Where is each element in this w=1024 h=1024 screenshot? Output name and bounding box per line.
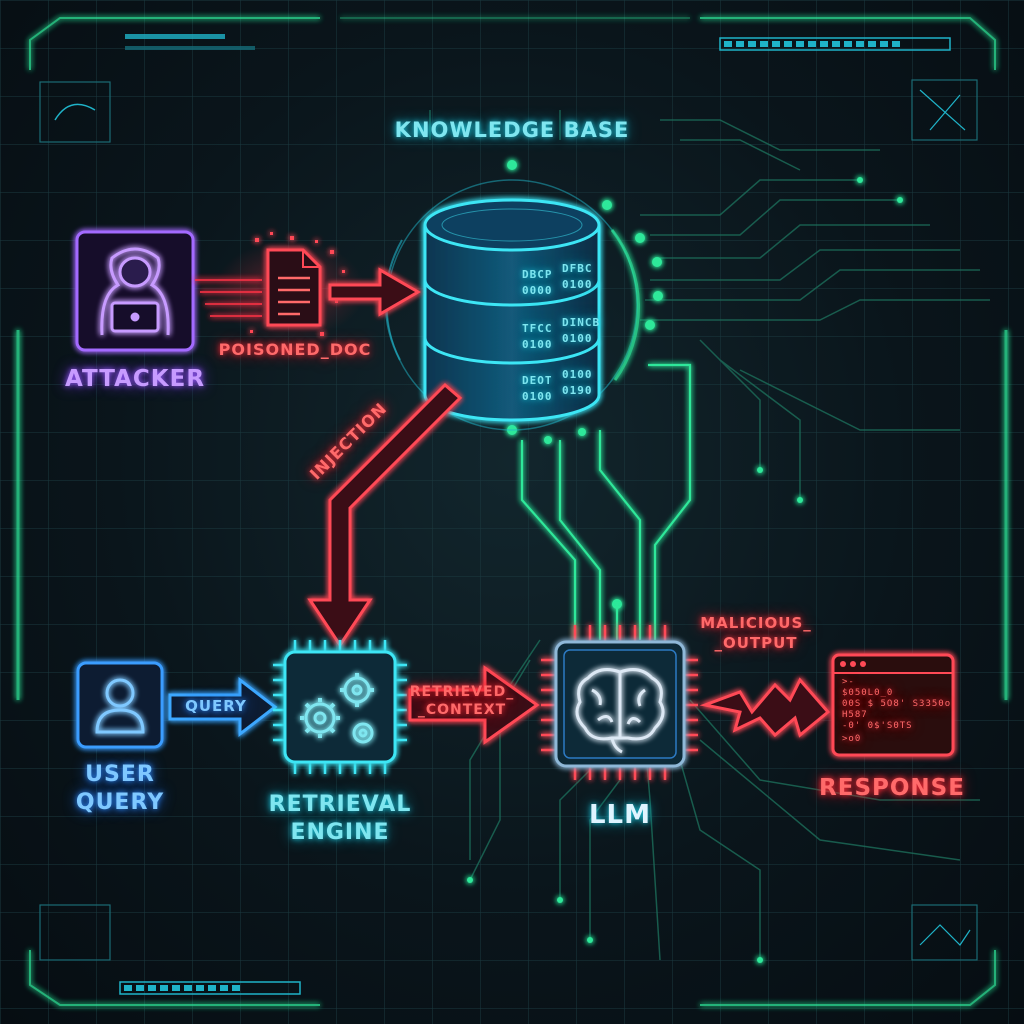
db-code: 0190 xyxy=(562,384,593,397)
db-code: DBCP xyxy=(522,268,553,281)
retrieval-engine-label-line2: ENGINE xyxy=(290,820,390,845)
db-code: 0100 xyxy=(522,338,553,351)
malicious-output-label-line1: MALICIOUS_ xyxy=(700,614,812,632)
terminal-line: 00S $ 5O8' S3350o xyxy=(842,699,952,709)
poisoned-doc-group xyxy=(195,232,421,340)
hud-frame xyxy=(16,17,1008,1006)
attacker-label: ATTACKER xyxy=(64,366,206,392)
db-code: 0100 xyxy=(522,390,553,403)
db-code: DFBC xyxy=(562,262,593,275)
retrieved-context-label-line2: _CONTEXT xyxy=(417,702,507,718)
query-arrow-label: QUERY xyxy=(185,697,247,715)
retrieved-context-label-line1: RETRIEVED_ xyxy=(409,684,515,700)
retrieval-engine-chip xyxy=(273,640,407,774)
db-code: 0000 xyxy=(522,284,553,297)
db-code: DEOT xyxy=(522,374,553,387)
db-code: 0100 xyxy=(562,368,593,381)
llm-chip xyxy=(541,625,698,780)
kb-to-llm-traces xyxy=(520,363,692,640)
malicious-output-arrow xyxy=(699,677,831,738)
query-arrow xyxy=(168,676,278,738)
terminal-line: >- xyxy=(842,677,855,687)
document-icon xyxy=(266,248,322,327)
hud-bars xyxy=(39,34,978,995)
poison-arrow xyxy=(328,267,421,317)
terminal-line: H587 xyxy=(842,710,868,720)
retrieval-engine-label-line1: RETRIEVAL xyxy=(268,792,412,817)
gears-icon xyxy=(300,673,374,744)
circuit-traces xyxy=(429,110,990,961)
brain-icon xyxy=(575,668,665,754)
llm-label: LLM xyxy=(588,800,652,830)
db-code: TFCC xyxy=(522,322,553,335)
retrieved-context-arrow xyxy=(408,665,540,745)
db-code: 0100 xyxy=(562,278,593,291)
response-terminal xyxy=(831,653,955,757)
hooded-hacker-icon xyxy=(100,247,170,336)
malicious-output-label-line2: _OUTPUT xyxy=(714,634,798,652)
user-query-label-line1: USER xyxy=(85,762,155,787)
response-label: RESPONSE xyxy=(819,775,965,801)
terminal-line: >o0 xyxy=(842,734,862,744)
db-code: 0100 xyxy=(562,332,593,345)
user-icon xyxy=(95,678,145,734)
poisoned-doc-label: POISONED_DOC xyxy=(218,340,372,359)
terminal-line: -0' 0$'S0TS xyxy=(842,721,913,731)
terminal-line: $050L0_0 xyxy=(842,688,894,698)
user-node xyxy=(76,661,164,749)
knowledge-base-label: KNOWLEDGE BASE xyxy=(394,118,630,142)
user-query-label-line2: QUERY xyxy=(75,790,165,815)
injection-arrow xyxy=(307,382,463,648)
attacker-node xyxy=(75,230,195,352)
db-code: DINCB xyxy=(562,316,601,329)
